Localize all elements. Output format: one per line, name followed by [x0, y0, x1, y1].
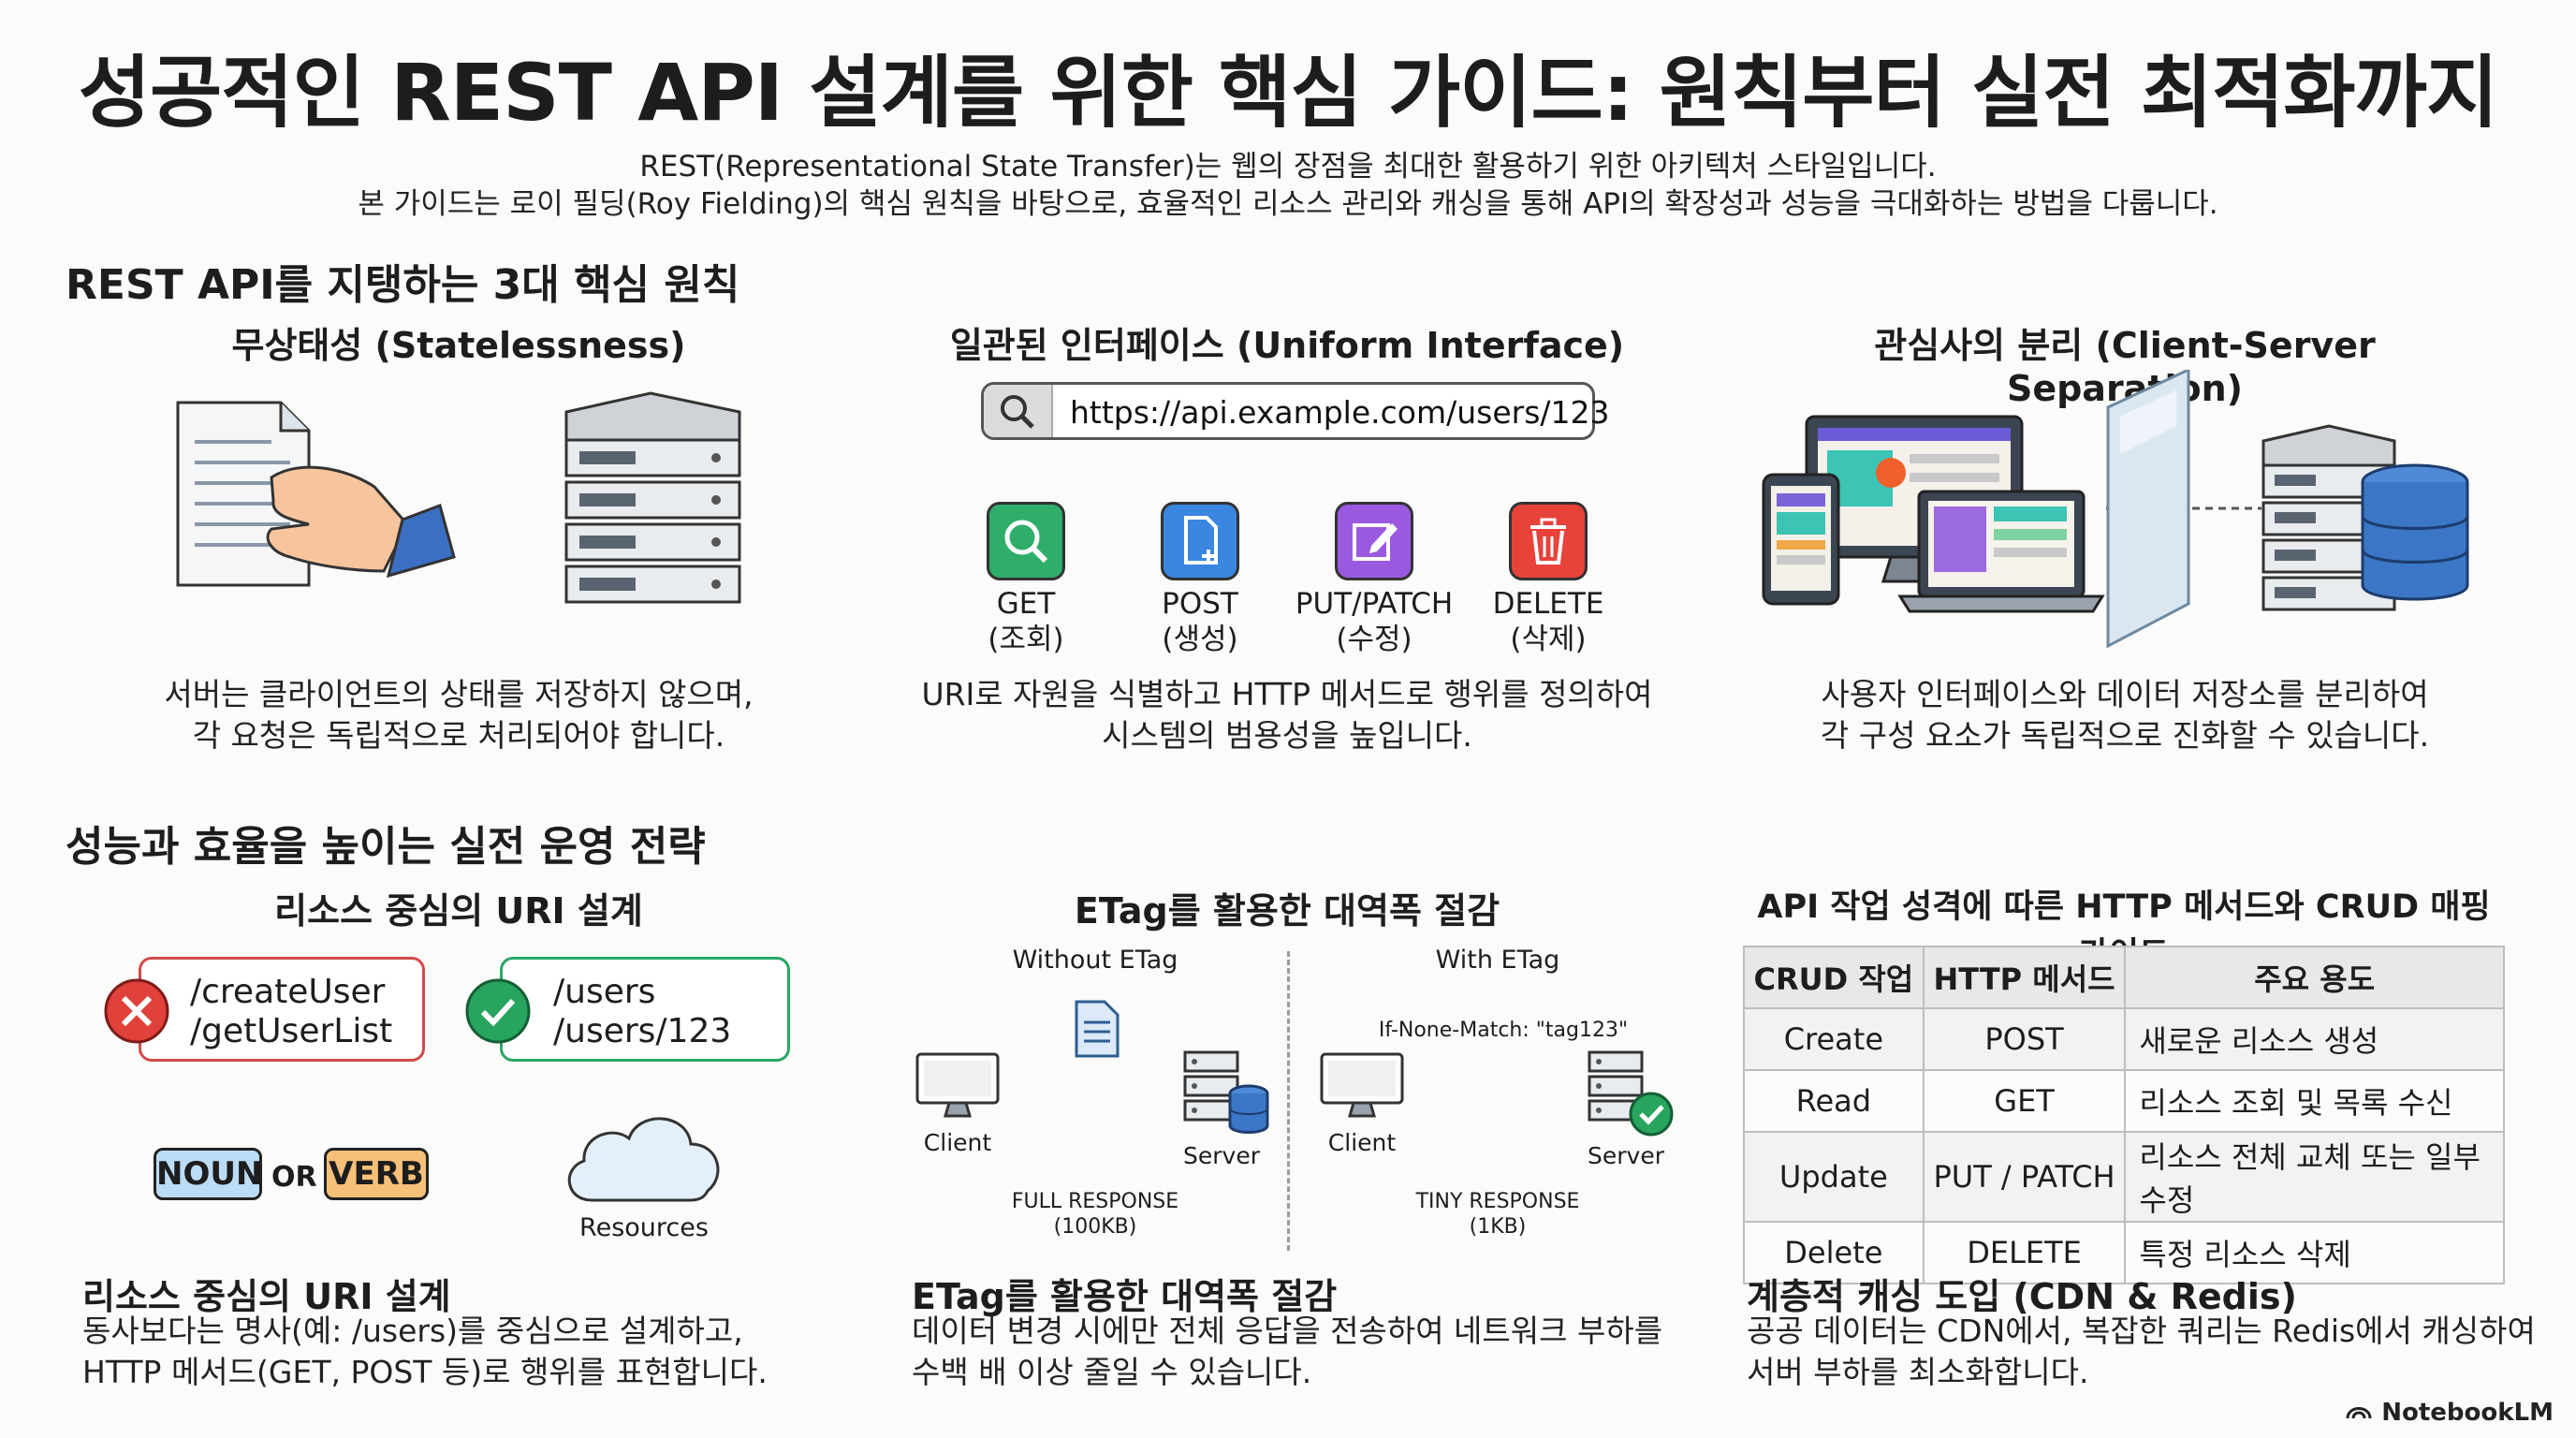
server-label-1: Server [1183, 1142, 1260, 1169]
post-method [1161, 502, 1239, 580]
etag-bottom-title: ETag를 활용한 대역폭 절감 [912, 1276, 1338, 1317]
with-etag-label: With ETag [1435, 946, 1560, 975]
cache-bottom-desc: 공공 데이터는 CDN에서, 복잡한 쿼리는 Redis에서 캐싱하여 서버 부… [1747, 1313, 2536, 1390]
search-icon [987, 502, 1065, 580]
table-cell: Create [1743, 1007, 1925, 1071]
table-row: Read GET 리소스 조회 및 목록 수신 [1743, 1069, 2505, 1133]
check-icon [465, 978, 531, 1044]
uniform-desc: URI로 자원을 식별하고 HTTP 메서드로 행위를 정의하여 시스템의 범용… [921, 676, 1653, 754]
client-label-1: Client [923, 1129, 992, 1156]
client-label-2: Client [1327, 1129, 1397, 1156]
resources-label: Resources [579, 1213, 709, 1242]
bad-uri-box: /createUser /getUserList [139, 957, 425, 1062]
uri-bottom-desc: 동사보다는 명사(예: /users)를 중심으로 설계하고, HTTP 메서드… [82, 1313, 768, 1390]
document-icon [1075, 1000, 1120, 1058]
client-monitor-icon [1320, 1052, 1404, 1118]
tablet-icon [1762, 473, 1840, 606]
table-cell: 리소스 조회 및 목록 수신 [2124, 1069, 2505, 1133]
stateless-illustration [176, 391, 741, 604]
table-cell: Read [1743, 1069, 1925, 1133]
separation-illustration [1762, 370, 2469, 649]
table-header: CRUD 작업 [1743, 946, 1925, 1009]
server-check-icon [1588, 1050, 1674, 1137]
strategies-heading: 성능과 효율을 높이는 실전 운영 전략 [66, 823, 706, 871]
good-uri-box: /users /users/123 [500, 957, 790, 1062]
crud-table: CRUD 작업 HTTP 메서드 주요 용도 Create POST 새로운 리… [1743, 946, 2505, 1284]
table-cell: Delete [1743, 1221, 1925, 1284]
notebooklm-icon [2345, 1399, 2373, 1427]
get-method [987, 502, 1065, 580]
hand-icon [266, 465, 456, 579]
table-row: Delete DELETE 특정 리소스 삭제 [1743, 1221, 2505, 1284]
table-cell: Update [1743, 1131, 1925, 1223]
etag-divider [1287, 951, 1290, 1251]
trash-icon [1509, 502, 1588, 580]
table-cell: 새로운 리소스 생성 [2124, 1007, 2505, 1071]
url-bar: https://api.example.com/users/123 [981, 382, 1610, 440]
uri-bottom-title: 리소스 중심의 URI 설계 [82, 1276, 451, 1317]
put-patch-label: PUT/PATCH (수정) [1295, 587, 1454, 656]
table-row: Create POST 새로운 리소스 생성 [1743, 1007, 2505, 1071]
principles-heading: REST API를 지탱하는 3대 핵심 원칙 [66, 261, 740, 309]
table-header: 주요 용도 [2124, 946, 2505, 1009]
table-cell: POST [1922, 1007, 2127, 1071]
page-title: 성공적인 REST API 설계를 위한 핵심 가이드: 원칙부터 실전 최적화… [78, 47, 2498, 139]
table-header: HTTP 메서드 [1922, 946, 2127, 1009]
table-cell: GET [1922, 1069, 2127, 1133]
delete-method [1509, 502, 1588, 580]
cloud-icon [567, 1117, 720, 1202]
etag-bottom-desc: 데이터 변경 시에만 전체 응답을 전송하여 네트워크 부하를 수백 배 이상 … [912, 1313, 1663, 1390]
uniform-title: 일관된 인터페이스 (Uniform Interface) [949, 325, 1625, 366]
stateless-title: 무상태성 (Statelessness) [231, 325, 686, 366]
intro-line-2: 본 가이드는 로이 필딩(Roy Fielding)의 핵심 원칙을 바탕으로,… [358, 187, 2218, 221]
url-text: https://api.example.com/users/123 [1070, 394, 1610, 431]
laptop-icon [1897, 490, 2105, 613]
if-none-match-header: If-None-Match: "tag123" [1378, 1019, 1629, 1042]
table-cell: PUT / PATCH [1922, 1131, 2127, 1223]
uri-title: 리소스 중심의 URI 설계 [274, 890, 643, 932]
glass-wall-icon [2106, 370, 2190, 649]
edit-icon [1335, 502, 1413, 580]
database-icon [2361, 463, 2469, 601]
table-cell: 리소스 전체 교체 또는 일부 수정 [2124, 1131, 2505, 1223]
close-icon [104, 978, 169, 1044]
full-response-label: FULL RESPONSE (100KB) [1011, 1190, 1179, 1239]
etag-title: ETag를 활용한 대역폭 절감 [1074, 890, 1500, 932]
add-document-icon [1161, 502, 1239, 580]
search-icon [984, 385, 1053, 437]
table-cell: 특정 리소스 삭제 [2124, 1221, 2505, 1284]
or-label: OR [271, 1161, 317, 1194]
table-header-row: CRUD 작업 HTTP 메서드 주요 용도 [1743, 946, 2505, 1009]
get-label: GET (조회) [988, 587, 1064, 656]
table-row: Update PUT / PATCH 리소스 전체 교체 또는 일부 수정 [1743, 1131, 2505, 1223]
server-database-icon [1183, 1050, 1269, 1134]
without-etag-label: Without ETag [1012, 946, 1178, 975]
cache-bottom-title: 계층적 캐싱 도입 (CDN & Redis) [1747, 1276, 2297, 1317]
server-label-2: Server [1588, 1142, 1664, 1169]
separation-desc: 사용자 인터페이스와 데이터 저장소를 분리하여 각 구성 요소가 독립적으로 … [1820, 676, 2430, 754]
client-monitor-icon [915, 1052, 1000, 1118]
noun-tag: NOUN [154, 1148, 262, 1200]
stateless-desc: 서버는 클라이언트의 상태를 저장하지 않으며, 각 요청은 독립적으로 처리되… [164, 676, 754, 754]
post-label: POST (생성) [1162, 587, 1238, 656]
server-icon [564, 391, 741, 604]
verb-tag: VERB [324, 1148, 429, 1200]
table-cell: DELETE [1922, 1221, 2127, 1284]
delete-label: DELETE (삭제) [1492, 587, 1604, 656]
brand-logo: NotebookLM [2345, 1399, 2554, 1428]
tiny-response-label: TINY RESPONSE (1KB) [1415, 1190, 1580, 1239]
intro-line-1: REST(Representational State Transfer)는 웹… [639, 150, 1937, 183]
put-patch-method [1335, 502, 1413, 580]
